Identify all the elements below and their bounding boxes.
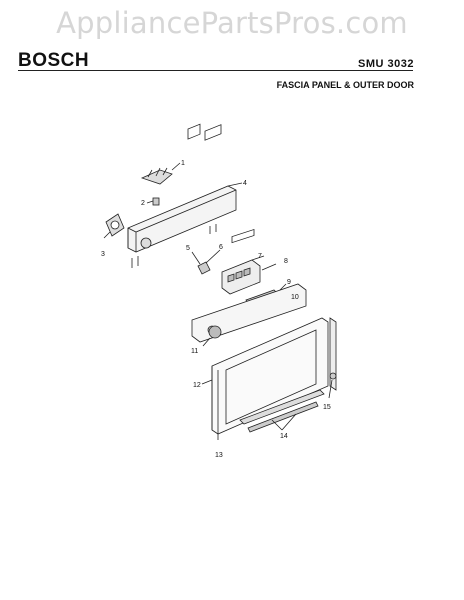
callout-8: 8 <box>284 258 288 265</box>
callout-9: 9 <box>287 279 291 286</box>
part-7-8-button-block <box>221 255 277 295</box>
watermark: AppliancePartsPros.com <box>56 6 408 40</box>
part-1-bracket <box>140 162 181 185</box>
callout-2: 2 <box>141 200 145 207</box>
callout-6: 6 <box>219 244 223 251</box>
part-2-screw <box>146 197 160 206</box>
callout-13: 13 <box>215 452 223 459</box>
callout-14: 14 <box>280 433 288 440</box>
callout-4: 4 <box>243 180 247 187</box>
model-number: SMU 3032 <box>358 58 414 70</box>
part-11-knob <box>202 325 222 347</box>
callout-11: 11 <box>191 348 198 355</box>
part-3-switch <box>103 213 125 239</box>
callout-3: 3 <box>101 251 105 258</box>
callout-5: 5 <box>186 245 190 252</box>
header-divider <box>18 70 413 71</box>
callout-10: 10 <box>291 294 299 301</box>
callout-15: 15 <box>323 404 331 411</box>
callout-12: 12 <box>193 382 201 389</box>
callout-7: 7 <box>258 253 262 260</box>
part-15-screw <box>328 372 337 399</box>
callout-1: 1 <box>181 160 185 167</box>
brand-logo: BOSCH <box>18 50 90 71</box>
part-5-6-switch <box>191 249 221 275</box>
part-14-rails <box>239 389 325 433</box>
part-12-13-door-frame <box>201 317 337 440</box>
section-title: FASCIA PANEL & OUTER DOOR <box>276 80 414 90</box>
part-4-fascia-panel <box>127 123 243 268</box>
